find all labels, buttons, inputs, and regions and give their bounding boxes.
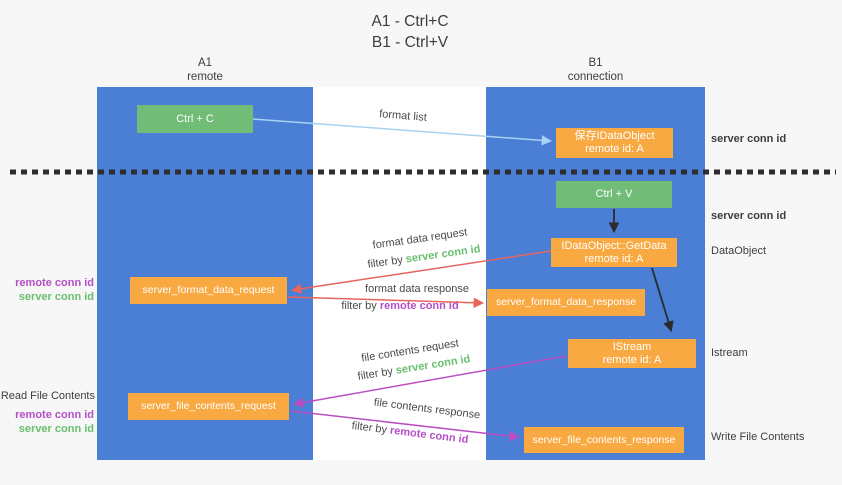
diagram-title: A1 - Ctrl+C B1 - Ctrl+V — [0, 11, 820, 53]
istream-label: Istream — [711, 347, 748, 359]
node-file-response-label: server_file_contents_response — [532, 433, 676, 446]
filter-key-remote-conn-id: remote conn id — [379, 300, 459, 312]
node-getdata-line2: remote id: A — [584, 252, 644, 265]
node-ctrl-v-label: Ctrl + V — [595, 188, 633, 200]
node-save-idataobject-line2: remote id: A — [585, 143, 644, 155]
format-data-response-filter-label: filter by remote conn id — [341, 300, 458, 312]
node-istream: IStream remote id: A — [568, 339, 696, 368]
node-getdata-line1: IDataObject::GetData — [561, 239, 667, 252]
node-file-request-label: server_file_contents_request — [141, 400, 276, 412]
server-conn-id-label-2: server conn id — [18, 423, 94, 435]
node-ctrl-c-label: Ctrl + C — [176, 112, 214, 125]
dataobject-label: DataObject — [711, 245, 767, 257]
node-format-response-label: server_format_data_response — [495, 296, 637, 308]
read-file-contents-label: Read File Contents — [0, 390, 95, 402]
node-format-request-label: server_format_data_request — [142, 284, 275, 296]
title-line-1: A1 - Ctrl+C — [371, 13, 449, 30]
node-istream-line2: remote id: A — [602, 353, 662, 366]
column-b1-name: B1 — [588, 57, 603, 69]
server-conn-id-label-1: server conn id — [18, 291, 94, 303]
column-a1-subtitle: remote — [187, 71, 223, 83]
remote-conn-id-label-1: remote conn id — [15, 277, 94, 289]
column-b1-subtitle: connection — [567, 71, 624, 83]
node-save-idataobject-line1: 保存IDataObject — [574, 130, 655, 142]
node-save-idataobject: 保存IDataObject remote id: A — [556, 128, 673, 158]
title-line-2: B1 - Ctrl+V — [371, 34, 449, 51]
node-server-file-contents-response: server_file_contents_response — [524, 427, 684, 453]
column-a1-name: A1 — [197, 57, 213, 69]
node-ctrl-v: Ctrl + V — [556, 181, 672, 208]
column-header-b1: B1 connection — [486, 56, 705, 84]
node-server-format-data-response: server_format_data_response — [487, 289, 645, 316]
filter-prefix: filter by — [341, 300, 377, 312]
remote-conn-id-label-2: remote conn id — [15, 409, 94, 421]
node-server-format-data-request: server_format_data_request — [130, 277, 287, 304]
write-file-contents-label: Write File Contents — [711, 431, 805, 443]
node-server-file-contents-request: server_file_contents_request — [128, 393, 289, 420]
server-conn-id-label-top: server conn id — [711, 133, 787, 145]
format-data-response-label: format data response — [365, 283, 469, 295]
node-idataobject-getdata: IDataObject::GetData remote id: A — [551, 238, 677, 267]
server-conn-id-label-mid: server conn id — [711, 210, 787, 222]
node-ctrl-c: Ctrl + C — [137, 105, 253, 133]
node-istream-line1: IStream — [612, 340, 652, 353]
column-header-a1: A1 remote — [97, 56, 313, 84]
